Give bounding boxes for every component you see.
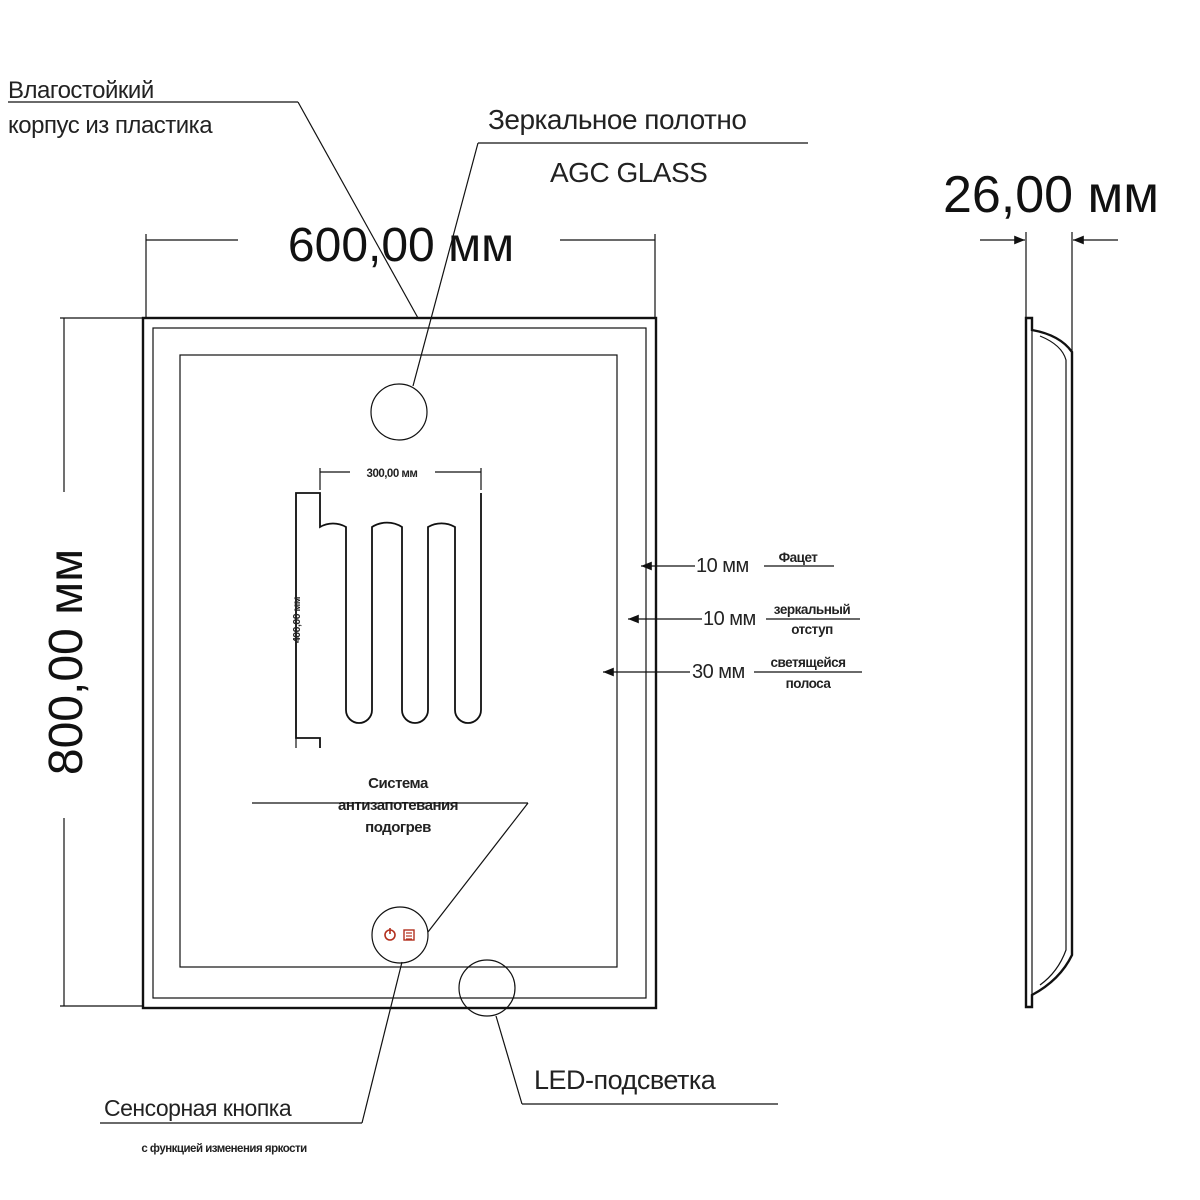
height-label: 800,00 мм <box>40 549 93 775</box>
facet-label: Фацет <box>779 550 819 565</box>
led-label: LED-подсветка <box>534 1065 717 1095</box>
touch-leader <box>361 961 403 1124</box>
antifog-label-1: Система <box>368 775 429 792</box>
antifog-leader <box>427 802 529 933</box>
housing-label-1: Влагостойкий <box>8 77 154 104</box>
heater-width-label: 300,00 мм <box>367 468 418 480</box>
offset-value: 10 мм <box>703 608 756 630</box>
mirror-label-1: Зеркальное полотно <box>488 104 746 135</box>
width-label: 600,00 мм <box>288 219 514 272</box>
power-icon <box>384 928 396 941</box>
antifog-label-2: антизапотевания <box>338 797 458 814</box>
strip-label-2: полоса <box>786 676 832 691</box>
side-view-back-line <box>1039 335 1067 986</box>
heater-height-label: 400,00 мм <box>291 596 303 643</box>
mirror-label-2: AGC GLASS <box>550 157 707 188</box>
mirror-leader <box>412 142 479 387</box>
brightness-icon <box>403 929 415 941</box>
antifog-label-3: подогрев <box>365 819 431 836</box>
side-view-profile <box>1024 316 1074 1009</box>
heater-element <box>295 492 482 748</box>
strip-value: 30 мм <box>692 661 745 683</box>
mirror-outer-frame <box>141 316 658 1010</box>
depth-label: 26,00 мм <box>943 166 1159 224</box>
touch-label-2: с функцией изменения яркости <box>141 1143 307 1155</box>
touch-button-circle <box>371 906 429 964</box>
housing-leader <box>297 101 419 319</box>
touch-label-1: Сенсорная кнопка <box>104 1095 292 1121</box>
offset-label-1: зеркальный <box>774 602 851 617</box>
strip-label-1: светящейся <box>770 655 845 670</box>
mirror-callout-circle <box>370 383 428 441</box>
led-strip-outline <box>179 354 618 968</box>
housing-label-2: корпус из пластика <box>8 112 213 139</box>
mirror-facet-edge <box>152 327 647 999</box>
led-callout-circle <box>458 959 516 1017</box>
facet-value: 10 мм <box>696 555 749 577</box>
led-leader <box>495 1015 523 1105</box>
offset-label-2: отступ <box>791 622 833 637</box>
